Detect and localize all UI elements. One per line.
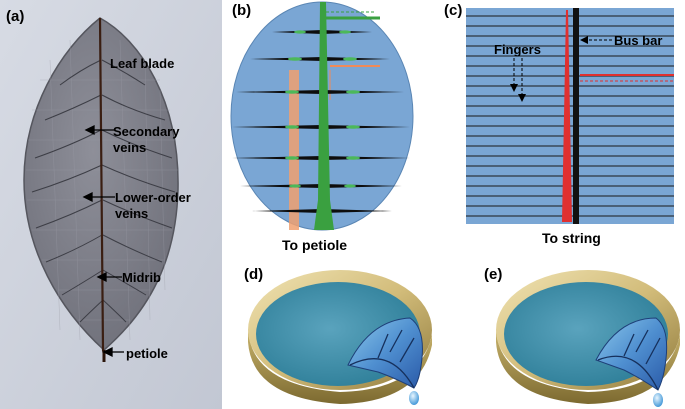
- panel-e-model: [496, 270, 680, 407]
- water-drop-d: [409, 391, 419, 405]
- label-petiole: petiole: [126, 346, 168, 361]
- label-bus-bar: Bus bar: [614, 33, 663, 48]
- panel-b-label: (b): [232, 2, 252, 19]
- panel-d-label: (d): [244, 266, 264, 283]
- red-current-wedge: [562, 10, 572, 222]
- label-leaf-blade: Leaf blade: [110, 56, 175, 71]
- caption-to-string: To string: [542, 230, 601, 246]
- finger-arrowhead-1: [510, 84, 518, 92]
- panel-e-label: (e): [484, 266, 503, 283]
- finger-arrowhead-2: [518, 94, 526, 102]
- water-drop-e: [653, 393, 663, 407]
- midrib: [98, 17, 106, 356]
- label-fingers: Fingers: [494, 42, 541, 57]
- secondary-veins: [31, 59, 176, 323]
- leaf-d-veins: [349, 329, 415, 389]
- label-midrib: Midrib: [122, 270, 161, 285]
- leaf-e-veins: [597, 329, 661, 391]
- green-vein-current: [285, 30, 360, 188]
- panel-a-label: (a): [6, 8, 25, 25]
- panel-b-model: [230, 1, 414, 231]
- panel-d-model: [248, 270, 432, 405]
- label-secondary-veins-2: veins: [113, 140, 147, 155]
- dish-wall-e: [496, 330, 680, 404]
- label-lower-order-veins-1: Lower-order: [115, 190, 191, 205]
- caption-to-petiole: To petiole: [282, 237, 348, 253]
- bus-bar-arrowhead: [580, 36, 588, 44]
- leaf-e: [595, 317, 668, 391]
- dish-wall-d: [248, 330, 432, 404]
- leaf-d: [347, 317, 423, 389]
- label-lower-order-veins-2: veins: [115, 206, 149, 221]
- orange-current-trace: [289, 70, 299, 230]
- panel-a-arrows: [82, 124, 124, 358]
- panel-c-label: (c): [444, 2, 463, 19]
- green-midrib: [314, 2, 334, 230]
- panel-c-model: [466, 8, 674, 224]
- bus-bar: [573, 8, 579, 224]
- label-secondary-veins-1: Secondary: [113, 124, 180, 139]
